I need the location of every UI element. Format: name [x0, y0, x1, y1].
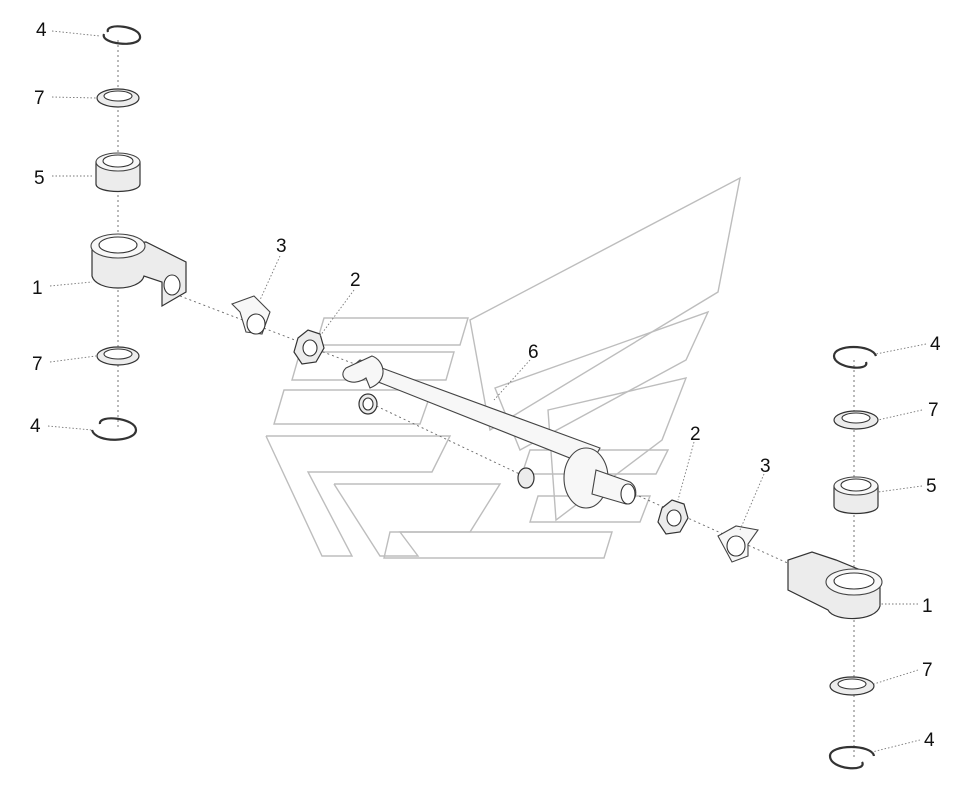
part-1-rod-end-left — [90, 233, 187, 308]
part-4-retaining-ring-top-left — [102, 25, 142, 45]
callout-4-bottom-right: 4 — [924, 730, 935, 751]
part-3-lock-washer-right — [717, 525, 759, 563]
callout-1-left: 1 — [32, 278, 43, 299]
part-4-retaining-ring-top-right — [832, 345, 878, 369]
part-6-tie-rod — [342, 355, 637, 509]
callout-7-lower-left: 7 — [32, 354, 43, 375]
part-4-retaining-ring-bottom-left — [90, 417, 138, 441]
part-4-retaining-ring-bottom-right — [828, 746, 876, 770]
part-1-rod-end-right — [787, 551, 883, 620]
callout-3-left: 3 — [276, 236, 287, 257]
part-7-washer-lower-left — [96, 346, 140, 366]
callout-5-right: 5 — [926, 476, 937, 497]
callout-7-top-left: 7 — [34, 88, 45, 109]
part-7-washer-top-right — [833, 410, 879, 430]
part-7-washer-lower-right — [829, 676, 875, 696]
part-3-lock-washer-left — [231, 295, 271, 335]
part-5-bushing-right — [833, 476, 879, 515]
part-2-nut-right — [657, 499, 689, 535]
callout-labels: 4 7 5 1 7 4 3 2 6 2 3 4 7 5 1 7 4 — [30, 20, 941, 751]
callout-7-top-right: 7 — [928, 400, 939, 421]
callout-4-top-right: 4 — [930, 334, 941, 355]
callout-7-lower-right: 7 — [922, 660, 933, 681]
part-5-bushing-left — [95, 152, 141, 193]
callout-5-left: 5 — [34, 168, 45, 189]
callout-6: 6 — [528, 342, 539, 363]
watermark-logo — [265, 176, 741, 559]
callout-4-top-left: 4 — [36, 20, 47, 41]
callout-1-right: 1 — [922, 596, 933, 617]
part-2-nut-left — [293, 329, 325, 365]
callout-4-bottom-left: 4 — [30, 416, 41, 437]
callout-2-right: 2 — [690, 424, 701, 445]
callout-3-right: 3 — [760, 456, 771, 477]
part-7-washer-top-left — [96, 88, 140, 108]
assembly-axes — [117, 40, 855, 760]
callout-2-left: 2 — [350, 270, 361, 291]
leader-lines — [47, 30, 927, 753]
